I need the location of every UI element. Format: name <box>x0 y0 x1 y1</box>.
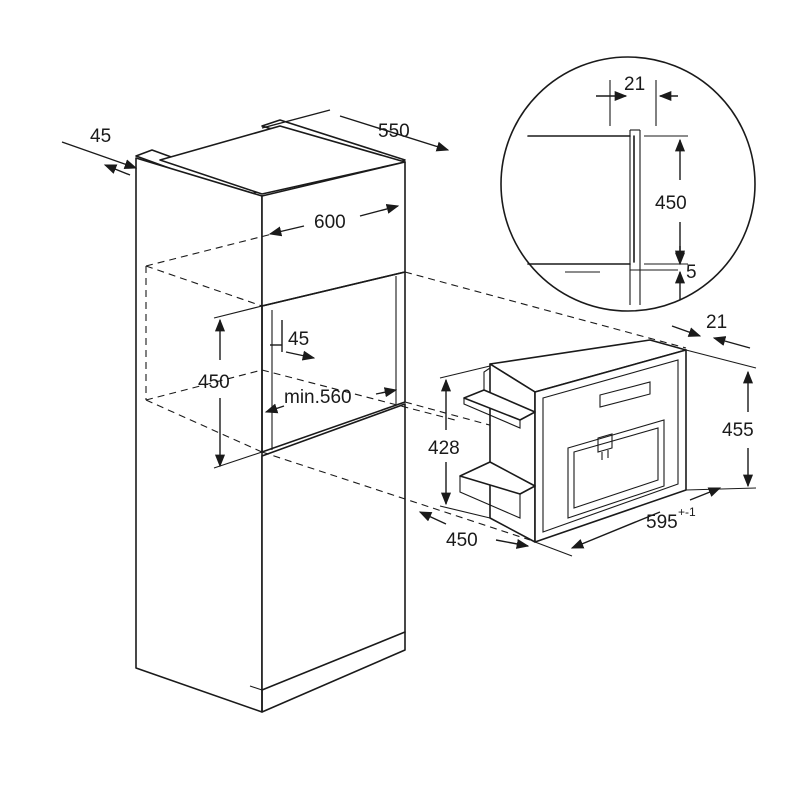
machine-recess <box>567 419 665 519</box>
detail-view <box>500 56 756 312</box>
dim-595: 595 <box>646 512 678 533</box>
dim-45-inner: 45 <box>288 329 309 350</box>
tall-cabinet <box>135 119 406 713</box>
dim-455: 455 <box>722 420 754 441</box>
dim-45-top: 45 <box>90 126 111 147</box>
dim-428: 428 <box>428 438 460 459</box>
machine-display <box>599 381 651 408</box>
dim-550: 550 <box>378 121 410 142</box>
dim-min-560: min.560 <box>284 387 352 408</box>
dim-21-detail: 21 <box>624 74 645 95</box>
dim-5-detail: 5 <box>686 262 697 283</box>
detail-circle <box>500 56 756 312</box>
dim-21-machine: 21 <box>706 312 727 333</box>
dim-450-detail: 450 <box>655 193 687 214</box>
dimension-lines <box>61 90 757 557</box>
dim-450-depth: 450 <box>446 530 478 551</box>
dim-595-tolerance: +-1 <box>678 505 696 519</box>
machine-drip-tray <box>459 461 536 495</box>
cabinet-plinth <box>261 631 406 713</box>
coffee-machine <box>459 339 687 543</box>
machine-spout <box>597 433 613 453</box>
machine-upper-tray <box>463 389 536 421</box>
cabinet-lower-door <box>261 403 406 691</box>
dimension-labels: 45 550 600 45 450 min.560 21 450 5 21 45… <box>90 74 754 551</box>
projection-lines <box>145 231 687 541</box>
dim-450-niche: 450 <box>198 372 230 393</box>
dim-600: 600 <box>314 212 346 233</box>
